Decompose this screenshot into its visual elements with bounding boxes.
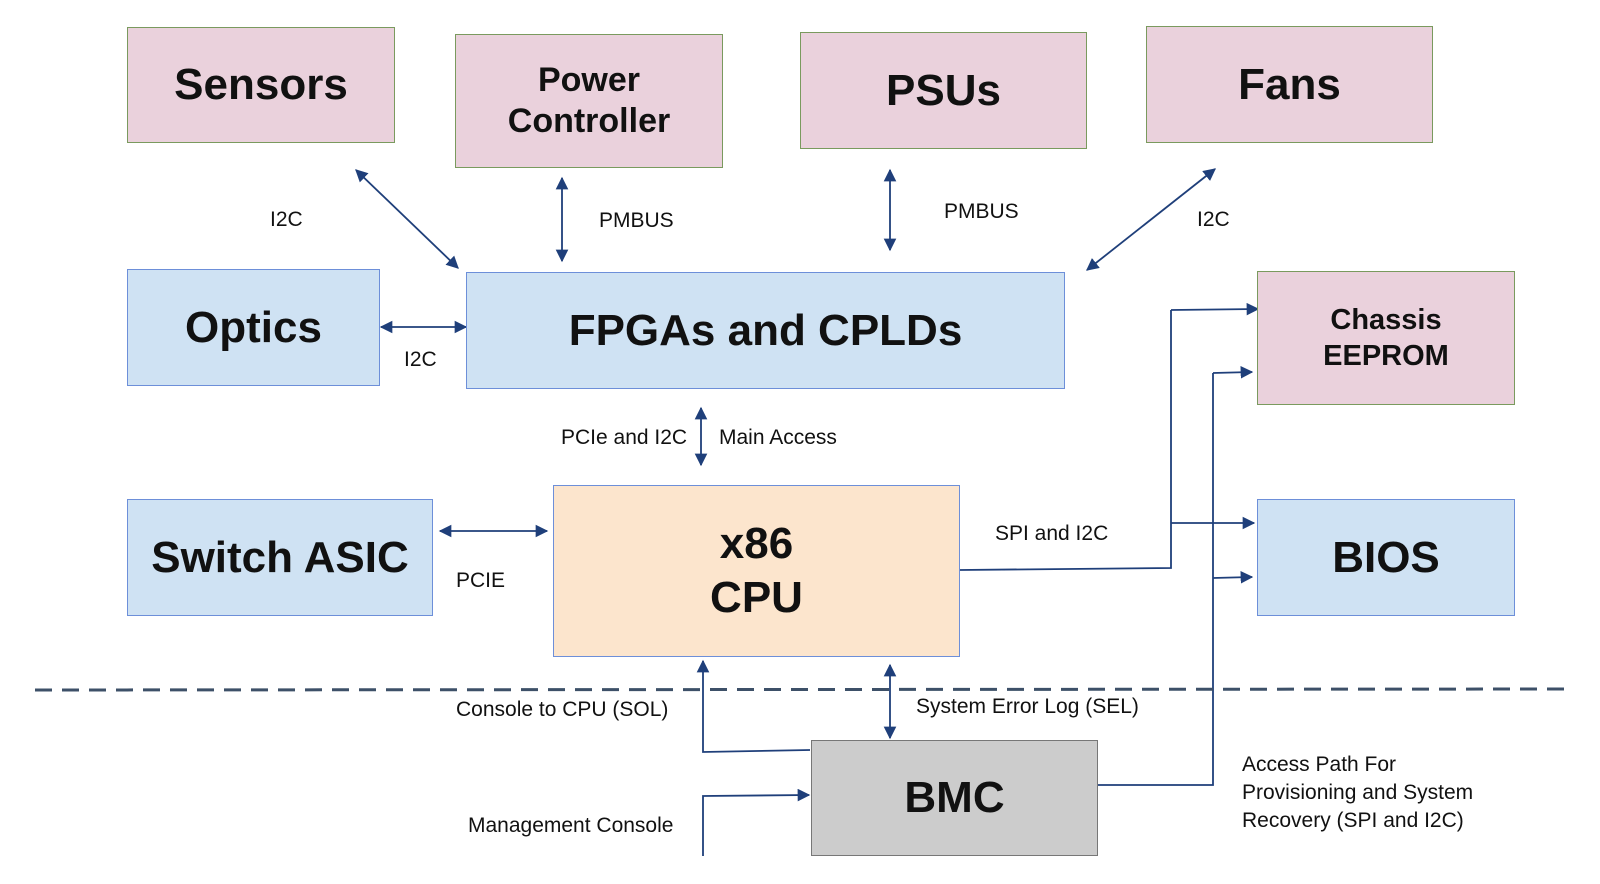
optics-label: Optics: [185, 302, 322, 352]
x86-cpu-box: x86 CPU: [553, 485, 960, 657]
asic-link-label: PCIE: [456, 569, 506, 592]
bios-box: BIOS: [1257, 499, 1515, 616]
switch-asic-label: Switch ASIC: [151, 532, 409, 582]
access-path-line2: Provisioning and System: [1242, 781, 1474, 804]
sel-link-label: System Error Log (SEL): [916, 695, 1139, 718]
cpu-out-bus: [959, 310, 1172, 571]
sensors-box: Sensors: [127, 27, 395, 143]
management-console-label: Management Console: [468, 814, 674, 837]
cpu-label-line1: x86: [719, 519, 794, 568]
psus-label: PSUs: [886, 65, 1001, 115]
access-path-line1: Access Path For: [1242, 753, 1397, 776]
cpu-out-link-label: SPI and I2C: [995, 522, 1109, 545]
switch-asic-box: Switch ASIC: [127, 499, 433, 616]
cpu-sol-line: [696, 659, 811, 753]
psus-box: PSUs: [800, 32, 1087, 149]
fans-fpga-arrow: [1086, 168, 1216, 271]
fans-box: Fans: [1146, 26, 1433, 143]
cpu-label-line2: CPU: [710, 573, 803, 622]
access-path-line3: Recovery (SPI and I2C): [1242, 809, 1464, 832]
power-controller-box: Power Controller: [455, 34, 723, 168]
sensors-fpga-arrow: [355, 169, 459, 269]
psus-link-label: PMBUS: [944, 200, 1019, 223]
power-controller-label-line2: Controller: [507, 102, 671, 140]
optics-box: Optics: [127, 269, 380, 386]
bios-label: BIOS: [1332, 532, 1440, 582]
fans-link-label: I2C: [1197, 208, 1230, 231]
main-access-label: Main Access: [719, 426, 837, 449]
chassis-eeprom-box: Chassis EEPROM: [1257, 271, 1515, 405]
host-bmc-divider: [34, 687, 1566, 692]
sensors-link-label: I2C: [270, 208, 303, 231]
bmc-to-bios-arrow: [1212, 570, 1254, 584]
chassis-eeprom-label-line2: EEPROM: [1323, 340, 1449, 372]
sensors-label: Sensors: [174, 60, 348, 109]
chassis-eeprom-label-line1: Chassis: [1330, 304, 1442, 336]
bmc-label: BMC: [904, 773, 1005, 822]
access-path-label: Access Path For Provisioning and System …: [1242, 751, 1473, 835]
bmc-to-eeprom-arrow: [1212, 365, 1254, 379]
cpu-to-eeprom-arrow: [1170, 302, 1260, 316]
power-link-label: PMBUS: [599, 209, 674, 232]
fans-label: Fans: [1238, 59, 1341, 109]
fpga-cpu-link-label: PCIe and I2C: [561, 426, 688, 449]
optics-link-label: I2C: [404, 348, 437, 371]
fpgas-cplds-label: FPGAs and CPLDs: [568, 305, 963, 355]
bmc-access-bus: [1094, 373, 1214, 786]
power-controller-label-line1: Power: [537, 61, 641, 99]
fpgas-cplds-box: FPGAs and CPLDs: [466, 272, 1065, 389]
bmc-box: BMC: [811, 740, 1098, 856]
sol-link-label: Console to CPU (SOL): [456, 698, 669, 721]
mgmt-console-line: [702, 788, 811, 856]
